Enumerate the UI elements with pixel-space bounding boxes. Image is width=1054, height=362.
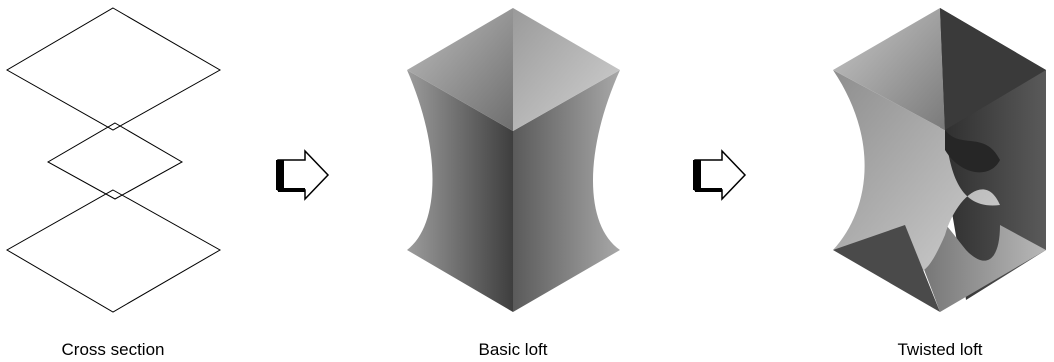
right-arrow-icon (695, 151, 745, 199)
twisted-loft-figure (833, 8, 1046, 312)
top-section-outline (7, 8, 220, 130)
basic-loft-caption: Basic loft (479, 340, 548, 360)
cross-section-figure (7, 8, 220, 312)
bottom-section-outline (7, 190, 220, 312)
right-arrow-icon (278, 151, 328, 199)
cross-section-caption: Cross section (62, 340, 165, 360)
basic-loft-figure (407, 8, 620, 312)
twisted-loft-caption: Twisted loft (897, 340, 982, 360)
middle-section-outline (48, 123, 182, 199)
